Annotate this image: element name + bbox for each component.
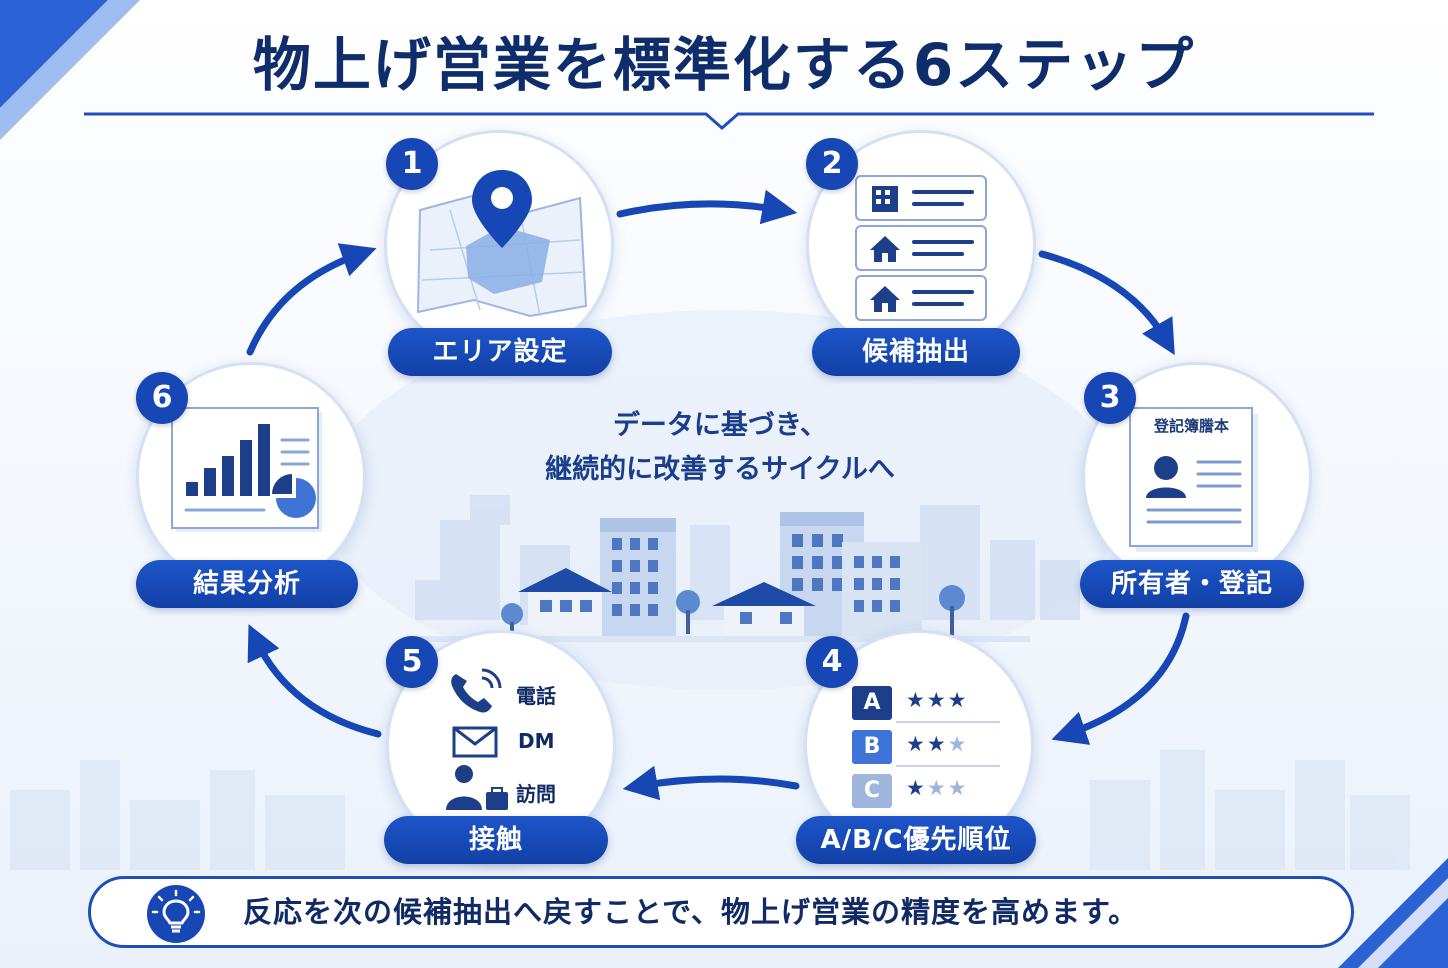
page-title: 物上げ営業を標準化する6ステップ <box>252 31 1196 99</box>
analytics-report-icon <box>171 407 322 532</box>
center-caption-line-2: 継続的に改善するサイクルへ <box>545 454 895 485</box>
rank-a-badge: A <box>852 686 892 720</box>
step-4-number: 4 <box>806 636 858 688</box>
bottom-message-text: 反応を次の候補抽出へ戻すことで、物上げ営業の精度を高めます。 <box>243 895 1139 929</box>
map-pin-icon <box>416 170 588 318</box>
rank-a-stars: ★★★ <box>906 688 969 712</box>
rank-c-stars: ★★★ <box>906 776 969 800</box>
rank-c-badge: C <box>852 774 892 808</box>
center-caption-line-1: データに基づき、 <box>612 410 828 441</box>
rank-b-badge: B <box>852 730 892 764</box>
step-2-number: 2 <box>806 138 858 190</box>
phone-icon <box>451 668 502 713</box>
step-4-label: A/B/C優先順位 <box>796 816 1036 864</box>
lightbulb-icon <box>147 885 205 943</box>
step-6-number: 6 <box>136 372 188 424</box>
contact-visit-label: 訪問 <box>516 782 556 806</box>
step-3-number: 3 <box>1084 372 1136 424</box>
visit-icon <box>446 765 508 810</box>
bottom-message-bar: 反応を次の候補抽出へ戻すことで、物上げ営業の精度を高めます。 <box>88 876 1354 948</box>
step-5-label: 接触 <box>384 816 608 864</box>
rank-dividers <box>896 721 1000 767</box>
mail-icon <box>452 726 498 758</box>
step-2-label: 候補抽出 <box>812 328 1020 376</box>
property-list-icon <box>855 175 987 321</box>
center-caption: データに基づき、 継続的に改善するサイクルへ <box>440 404 1000 492</box>
title-divider <box>84 112 1374 130</box>
corner-decoration <box>1338 858 1448 968</box>
step-6-label: 結果分析 <box>136 560 358 608</box>
registry-document-icon <box>1129 407 1258 552</box>
step-1-number: 1 <box>386 138 438 190</box>
contact-dm-label: DM <box>518 729 555 753</box>
registry-document-title: 登記簿謄本 <box>1154 417 1230 435</box>
step-5-number: 5 <box>386 636 438 688</box>
step-1-label: エリア設定 <box>388 328 612 376</box>
contact-phone-label: 電話 <box>516 684 556 708</box>
rank-b-stars: ★★★ <box>906 732 969 756</box>
corner-decoration <box>0 0 140 140</box>
step-3-label: 所有者・登記 <box>1080 560 1304 608</box>
